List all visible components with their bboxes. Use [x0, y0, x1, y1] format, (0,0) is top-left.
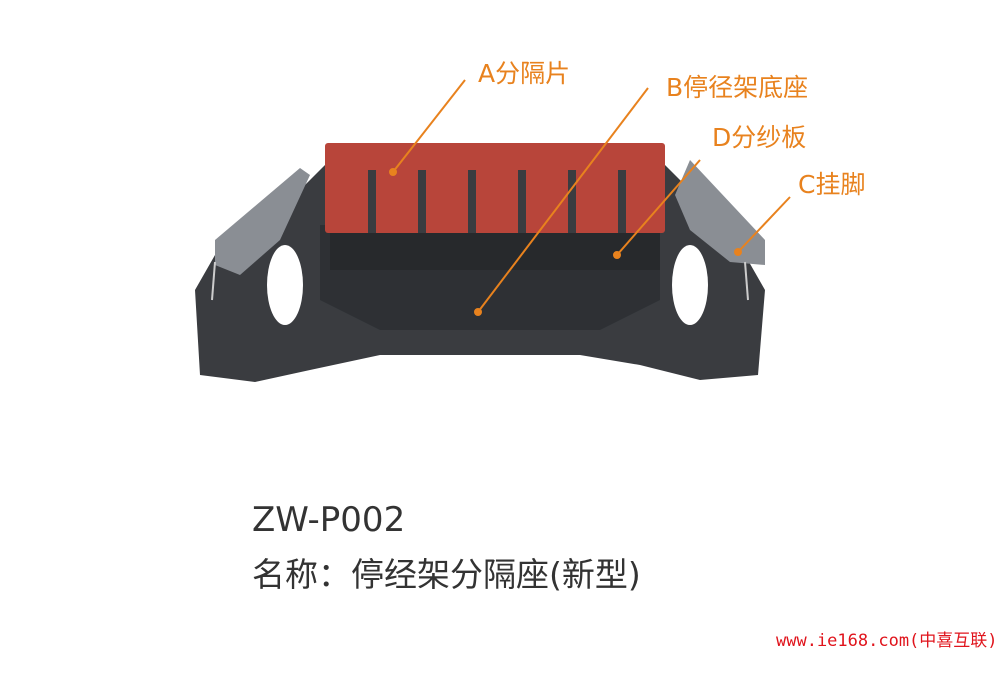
- hook-left: [211, 168, 310, 301]
- product-name: 名称：停经架分隔座(新型): [252, 555, 641, 594]
- leader-lines: [389, 79, 791, 316]
- yarn-separator-plate: [330, 230, 660, 270]
- watermark: www.ie168.com(中喜互联): [776, 631, 998, 651]
- label-a-separator: A分隔片: [478, 59, 571, 88]
- hook-right: [675, 160, 765, 301]
- label-b-base: B停径架底座: [666, 73, 809, 102]
- model-number: ZW-P002: [252, 500, 406, 540]
- label-c-hook: C挂脚: [798, 170, 866, 199]
- label-d-yarn-plate: D分纱板: [712, 123, 807, 152]
- separator-comb: [325, 143, 665, 233]
